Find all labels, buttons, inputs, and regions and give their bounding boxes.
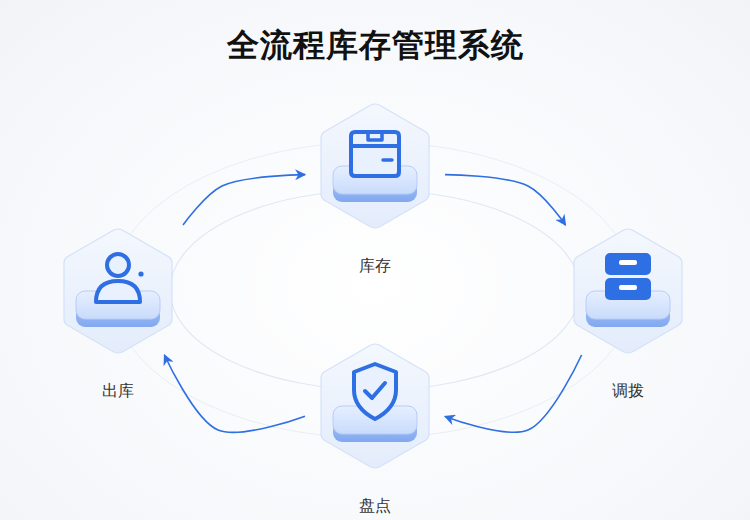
flow-arrow	[164, 355, 305, 432]
hex-tile	[48, 225, 188, 355]
box-icon-tab	[368, 132, 382, 140]
node-label: 盘点	[275, 496, 475, 516]
hexagon-outline	[321, 344, 429, 468]
tile-icon	[354, 364, 396, 419]
tile-icon	[96, 254, 144, 302]
tile-icon	[605, 253, 651, 300]
node-label: 出库	[18, 381, 218, 401]
person-icon-dot	[138, 271, 143, 276]
box-icon	[351, 132, 399, 176]
flow-arrow	[183, 175, 305, 225]
hexagon-outline	[321, 104, 429, 228]
hex-tile	[305, 340, 445, 470]
process-tile: 出库	[48, 225, 188, 355]
person-icon-head	[107, 254, 129, 276]
person-icon-body	[96, 281, 140, 302]
process-tile: 库存	[305, 100, 445, 230]
box-icon-mark	[383, 158, 392, 162]
outer-orbit	[111, 142, 635, 438]
stack-icon-drawer	[605, 278, 651, 300]
stack-icon-handle	[619, 285, 637, 290]
process-tile: 盘点	[305, 340, 445, 470]
node-label: 库存	[275, 256, 475, 276]
hex-tile	[305, 100, 445, 230]
stack-icon-handle	[619, 260, 637, 265]
flow-arrow	[445, 175, 566, 225]
shield-icon	[354, 364, 396, 419]
diagram-title: 全流程库存管理系统	[0, 24, 750, 68]
node-label: 调拨	[528, 381, 728, 401]
flow-arrow	[445, 355, 582, 432]
hexagon-outline	[64, 229, 172, 353]
hex-tile	[558, 225, 698, 355]
tile-icon	[351, 132, 399, 176]
hexagon-outline	[574, 229, 682, 353]
process-tile: 调拨	[558, 225, 698, 355]
stack-icon-drawer	[605, 253, 651, 275]
shield-icon-check	[365, 383, 385, 398]
box-icon-lid	[351, 144, 399, 148]
